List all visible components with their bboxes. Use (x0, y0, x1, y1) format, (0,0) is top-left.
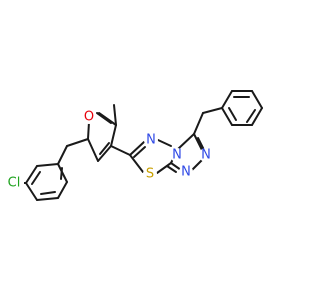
atom-label-sulfur: S (146, 167, 154, 182)
bond (170, 162, 182, 171)
bond (66, 138, 89, 147)
bond (191, 159, 203, 171)
bond (221, 107, 233, 126)
bond (166, 165, 177, 173)
bond (99, 142, 110, 155)
bond (193, 112, 204, 135)
bond (228, 107, 237, 121)
bond (129, 154, 144, 173)
bonds (21, 90, 263, 201)
atom-label-chlorine: Cl (8, 176, 21, 191)
bond (110, 145, 131, 156)
bond (57, 181, 68, 199)
atom-label-nitrogen: N (172, 148, 182, 163)
bond (157, 139, 172, 147)
bond (202, 107, 223, 114)
bond (40, 191, 56, 195)
bond (246, 109, 256, 123)
bond (87, 138, 99, 162)
bond (133, 146, 146, 158)
atom-label-nitrogen: N (146, 133, 156, 148)
bond (96, 112, 112, 124)
bond (113, 104, 117, 126)
atom-label-nitrogen: N (181, 165, 191, 180)
bond (25, 165, 38, 184)
bond (60, 167, 63, 180)
atom-labels: O S N N N N Cl (4, 110, 213, 191)
molecule-structure: O S N N N N Cl (4, 90, 263, 201)
bond (87, 121, 90, 140)
bond (36, 197, 59, 201)
bond (221, 90, 233, 109)
bond (25, 182, 38, 201)
bond (36, 163, 59, 167)
bond (156, 162, 172, 174)
bond (31, 171, 41, 185)
bond (251, 107, 263, 126)
bond (110, 124, 117, 147)
bond (98, 112, 117, 126)
bond (57, 145, 68, 165)
atom-label-oxygen: O (84, 110, 94, 125)
bond (129, 141, 145, 156)
bond (97, 145, 112, 162)
bond (177, 133, 195, 150)
atom-label-nitrogen: N (201, 148, 211, 163)
bond (193, 133, 203, 151)
bond (251, 90, 263, 109)
